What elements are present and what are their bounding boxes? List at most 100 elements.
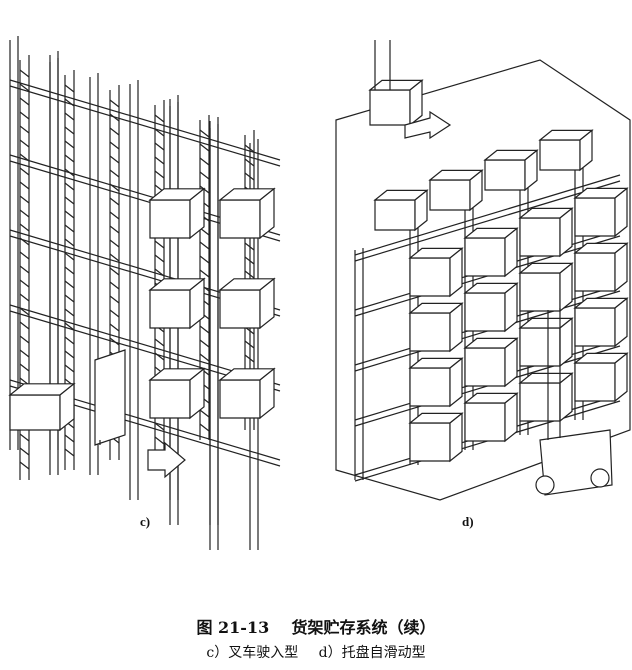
rack-brace xyxy=(154,128,165,137)
pallet-load-box xyxy=(369,89,411,126)
pallet-load-box xyxy=(449,412,463,463)
rack-brace xyxy=(19,265,30,274)
rack-brace xyxy=(154,240,165,249)
rack-brace xyxy=(109,169,120,178)
rack-brace xyxy=(154,254,165,263)
rack-brace xyxy=(19,125,30,134)
rack-brace xyxy=(154,156,165,165)
rack-brace xyxy=(19,335,30,344)
rack-brace xyxy=(199,255,210,264)
pallet-load-box xyxy=(464,402,506,442)
pallet-load-box xyxy=(414,189,428,232)
rack-brace xyxy=(199,269,210,278)
pallet-load-box xyxy=(409,422,451,462)
rack-brace xyxy=(19,433,30,442)
rack-brace xyxy=(19,321,30,330)
rack-brace xyxy=(64,238,75,247)
pallet-load-box xyxy=(259,277,275,330)
pallet-load-box xyxy=(579,129,593,172)
pallet-load-box xyxy=(574,252,616,292)
rack-brace xyxy=(64,434,75,443)
pallet-load-box xyxy=(219,289,261,329)
rack-brace xyxy=(199,157,210,166)
pallet-load-box xyxy=(524,149,538,192)
rack-brace xyxy=(64,126,75,135)
rack-brace xyxy=(109,197,120,206)
rack-brace xyxy=(64,308,75,317)
pallet-load-box xyxy=(409,312,451,352)
rack-brace xyxy=(244,242,255,251)
rack-brace xyxy=(19,83,30,92)
rack-brace xyxy=(109,155,120,164)
rack-brace xyxy=(64,350,75,359)
rack-brace xyxy=(154,422,165,431)
rack-brace xyxy=(109,267,120,276)
rack-brace xyxy=(244,158,255,167)
figure-caption-title: 图 21-13 货架贮存系统（续） xyxy=(0,614,632,638)
pallet-load-box xyxy=(559,262,573,313)
rack-brace xyxy=(109,127,120,136)
pallet-load-box xyxy=(189,367,205,420)
pallet-load-box xyxy=(519,272,561,312)
rack-brace xyxy=(199,171,210,180)
rack-brace xyxy=(19,307,30,316)
rack-brace xyxy=(109,281,120,290)
panel-d-label: d) xyxy=(462,514,474,529)
pallet-load-box xyxy=(614,297,628,348)
rack-brace xyxy=(19,97,30,106)
rack-brace xyxy=(64,322,75,331)
rack-brace xyxy=(199,241,210,250)
rack-beam xyxy=(9,85,281,167)
rack-brace xyxy=(64,448,75,457)
drive-in-rack-drawing xyxy=(8,36,281,550)
forklift-wheel xyxy=(590,468,610,488)
rack-brace xyxy=(109,323,120,332)
rack-brace xyxy=(199,143,210,152)
pallet-load-box xyxy=(259,187,275,240)
pallet-load-box xyxy=(504,337,518,388)
rack-brace xyxy=(109,239,120,248)
rack-brace xyxy=(64,224,75,233)
rack-brace xyxy=(244,340,255,349)
rack-brace xyxy=(64,182,75,191)
rack-beam xyxy=(9,79,281,161)
rack-brace xyxy=(64,112,75,121)
rack-brace xyxy=(244,354,255,363)
rack-beam xyxy=(354,180,621,262)
rack-beam xyxy=(354,174,621,256)
pallet-load-box xyxy=(374,199,416,231)
pallet-load-box xyxy=(574,362,616,402)
pallet-load-box xyxy=(149,379,191,419)
pallet-load-box xyxy=(464,292,506,332)
pallet-load-box xyxy=(469,169,483,212)
pallet-load-box xyxy=(149,199,191,239)
pallet-load-box xyxy=(449,357,463,408)
rack-brace xyxy=(19,181,30,190)
rack-brace xyxy=(64,154,75,163)
pallet-flow-rack-drawing xyxy=(335,40,631,501)
pallet-load-box xyxy=(464,237,506,277)
rack-brace xyxy=(109,211,120,220)
rack-brace xyxy=(19,363,30,372)
rack-brace xyxy=(64,196,75,205)
rack-brace xyxy=(109,253,120,262)
pallet-load-box xyxy=(504,282,518,333)
rack-brace xyxy=(154,338,165,347)
forklift-body xyxy=(94,349,126,446)
pallet-load-box xyxy=(189,277,205,330)
rack-brace xyxy=(154,142,165,151)
rack-brace xyxy=(19,209,30,218)
rack-brace xyxy=(19,111,30,120)
rack-brace xyxy=(64,266,75,275)
rack-outline xyxy=(335,59,631,501)
pallet-load-box xyxy=(504,392,518,443)
rack-brace xyxy=(64,336,75,345)
pallet-load-box xyxy=(449,247,463,298)
figure-title: 货架贮存系统（续） xyxy=(291,618,436,637)
rack-brace xyxy=(109,225,120,234)
rack-brace xyxy=(244,172,255,181)
rack-brace xyxy=(64,252,75,261)
rack-brace xyxy=(199,353,210,362)
pallet-load-box xyxy=(409,79,423,127)
